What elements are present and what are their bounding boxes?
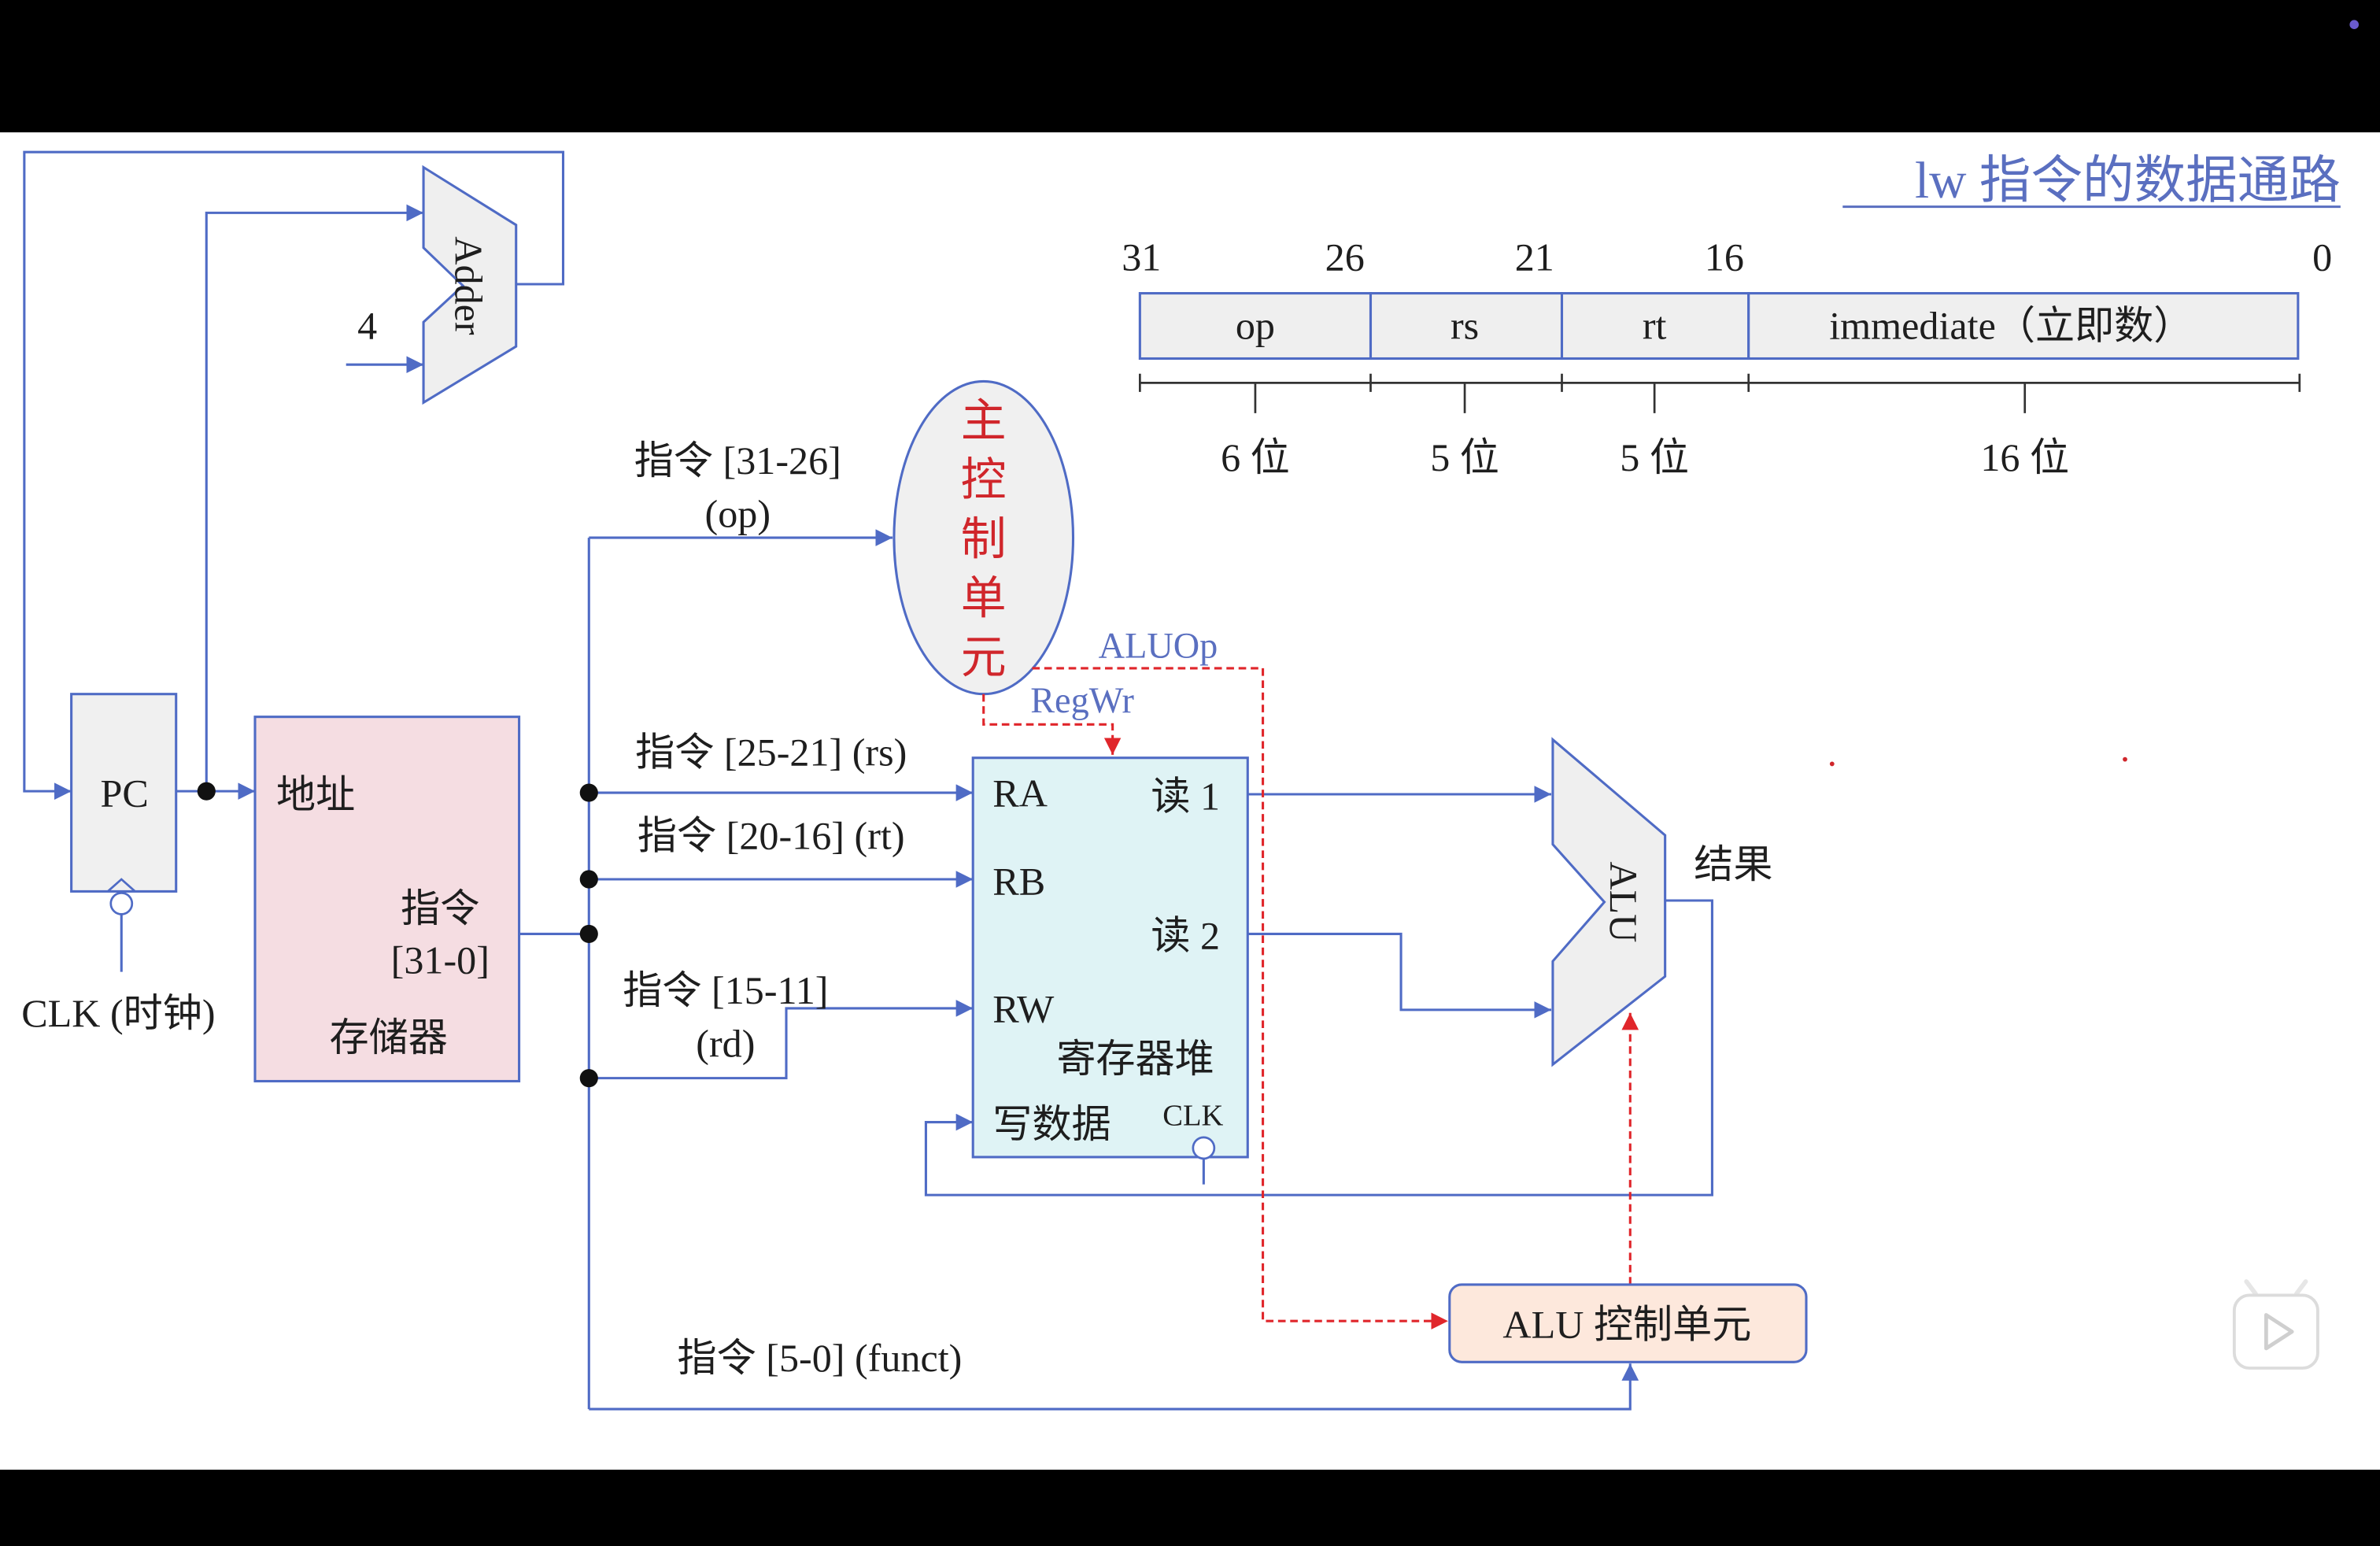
instruction-format: 31 26 21 16 0 op rs rt immediate（立即数） 6 … — [1122, 235, 2332, 480]
width-op: 6 位 — [1221, 435, 1290, 479]
field-immediate-box — [1747, 292, 2300, 361]
regfile-clk-label: CLK — [1162, 1099, 1223, 1132]
junction-dot-rs — [579, 783, 598, 802]
bracket-immediate — [1747, 373, 2301, 413]
bit-position-16: 16 — [1705, 235, 1744, 279]
instr-rs-label: 指令 [25-21] (rs) — [635, 730, 907, 774]
play-button[interactable] — [2232, 1279, 2319, 1370]
alu: ALU 结果 — [1551, 737, 1773, 1067]
register-file-box — [971, 756, 1249, 1159]
regfile-rw-label: RW — [992, 986, 1055, 1030]
signal-regwr-label: RegWr — [1030, 681, 1134, 721]
alu-shape — [1551, 737, 1667, 1067]
regfile-rb-label: RB — [992, 859, 1045, 903]
memory-instr-label: 指令 — [401, 886, 479, 930]
instr-rd-sublabel: (rd) — [696, 1022, 755, 1066]
pc-clock-triangle — [107, 878, 136, 893]
alu-label: ALU — [1602, 861, 1646, 942]
field-op-label: op — [1236, 303, 1275, 347]
field-rs-box — [1369, 292, 1564, 361]
regfile-clock-bubble — [1192, 1136, 1216, 1160]
regfile-read1-label: 读 1 — [1151, 774, 1220, 818]
instr-op-sublabel: (op) — [705, 492, 771, 536]
regfile-write-data-label: 写数据 — [992, 1102, 1111, 1146]
play-icon — [2264, 1313, 2294, 1351]
width-immediate: 16 位 — [1980, 435, 2069, 479]
width-rs: 5 位 — [1430, 435, 1499, 479]
bracket-rs — [1369, 373, 1562, 413]
slide-title: lw 指令的数据通路 — [1915, 153, 2341, 209]
field-op-box — [1138, 292, 1373, 361]
bit-position-21: 21 — [1515, 235, 1554, 279]
bracket-op — [1139, 373, 1371, 413]
signal-aluop-line — [1032, 667, 1448, 1330]
instr-rd-label: 指令 [15-11] — [623, 968, 828, 1012]
play-button-frame — [2232, 1293, 2319, 1370]
bit-position-0: 0 — [2312, 235, 2332, 279]
main-control-char-1: 主 — [961, 395, 1007, 446]
top-letterbox — [0, 0, 2380, 133]
pc-box — [70, 693, 178, 893]
adder-label: Adder — [446, 236, 490, 335]
instr-funct-label: 指令 [5-0] (funct) — [677, 1336, 962, 1380]
main-control-char-4: 单 — [961, 573, 1007, 624]
main-control-char-2: 控 — [961, 454, 1007, 505]
field-rs-label: rs — [1451, 303, 1479, 347]
wire-read2-to-alu — [1247, 932, 1551, 1019]
signal-regwr-line — [982, 693, 1122, 755]
instr-rt-label: 指令 [20-16] (rt) — [638, 813, 905, 857]
stray-mark — [1829, 761, 1835, 767]
signal-aluop-label: ALUOp — [1099, 626, 1218, 666]
alu-control-box — [1448, 1283, 1808, 1363]
width-rt: 5 位 — [1620, 435, 1689, 479]
field-rt-label: rt — [1643, 303, 1667, 347]
alu-control-unit: ALU 控制单元 — [1448, 1283, 1808, 1363]
memory-name: 存储器 — [330, 1015, 448, 1060]
junction-dot-pc — [197, 782, 216, 801]
memory-range-label: [31-0] — [391, 938, 490, 982]
alu-control-label: ALU 控制单元 — [1502, 1302, 1751, 1346]
main-control-char-5: 元 — [961, 632, 1007, 683]
field-rt-box — [1560, 292, 1750, 361]
field-immediate-label: immediate（立即数） — [1829, 303, 2193, 347]
adder: Adder 4 — [357, 165, 518, 405]
wire-result-to-write-data — [924, 899, 1713, 1196]
bit-position-31: 31 — [1122, 235, 1161, 279]
instruction-memory: 地址 指令 [31-0] 存储器 — [253, 716, 521, 1083]
regfile-read2-label: 读 2 — [1151, 914, 1220, 958]
bit-position-26: 26 — [1325, 235, 1365, 279]
main-control-unit: 主 控 制 单 元 — [893, 379, 1075, 696]
wire-adder-to-pc — [23, 150, 565, 800]
wire-rd-to-rw — [589, 1000, 974, 1080]
indicator-dot — [2349, 20, 2359, 29]
junction-dot-rt — [579, 870, 598, 889]
adder-constant: 4 — [357, 303, 377, 347]
tv-antenna-right — [2294, 1279, 2308, 1296]
junction-dot-rd — [579, 1069, 598, 1088]
register-file: RA RB RW 写数据 读 1 读 2 寄存器堆 CLK — [971, 756, 1249, 1160]
memory-box — [253, 716, 521, 1083]
bracket-rt — [1561, 373, 1749, 413]
memory-address-label: 地址 — [276, 772, 355, 816]
bottom-letterbox — [0, 1470, 2380, 1546]
main-control-char-3: 制 — [961, 513, 1007, 564]
instr-op-label: 指令 [31-26] — [634, 438, 841, 483]
clock-label: CLK (时钟) — [21, 991, 215, 1035]
regfile-ra-label: RA — [992, 771, 1048, 815]
wire-pc-to-adder — [205, 204, 424, 792]
stray-mark — [2123, 756, 2127, 762]
adder-shape — [422, 165, 518, 405]
regfile-name: 寄存器堆 — [1056, 1037, 1214, 1081]
pc-label: PC — [100, 771, 148, 815]
tv-antenna-left — [2244, 1279, 2258, 1296]
program-counter: PC CLK (时钟) — [21, 693, 216, 1035]
junction-dot-memory — [579, 924, 598, 943]
wire-funct-to-alu-control — [589, 1363, 1639, 1411]
pc-clock-bubble — [109, 892, 134, 915]
alu-result-label: 结果 — [1694, 842, 1772, 886]
